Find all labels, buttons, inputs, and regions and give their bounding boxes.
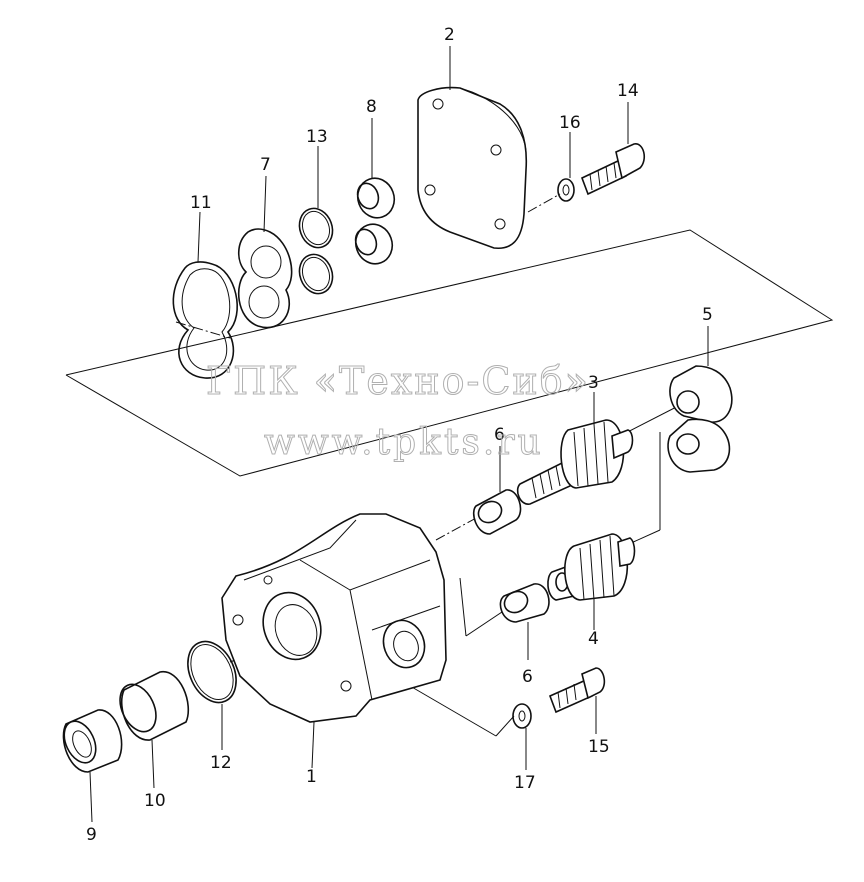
part-3-drive-gear <box>516 419 634 505</box>
watermark: ГПК «Техно-Сиб» www.tpkts.ru <box>206 359 590 464</box>
callout-1: 1 <box>306 767 317 787</box>
callout-2: 2 <box>444 25 455 45</box>
part-16-washer <box>557 178 575 202</box>
part-5-bearing-block <box>667 365 733 473</box>
part-9-bushing <box>62 709 123 773</box>
callout-8: 8 <box>366 97 377 117</box>
part-2-cover <box>417 86 528 249</box>
part-17-washer <box>512 703 532 729</box>
callout-5: 5 <box>702 305 713 325</box>
part-7-plate <box>237 228 293 329</box>
callout-11: 11 <box>190 193 212 213</box>
part-6-bushing-upper <box>472 489 522 535</box>
callout-9: 9 <box>86 825 97 845</box>
watermark-url: www.tpkts.ru <box>264 422 544 463</box>
leader-lines <box>89 46 709 823</box>
callout-12: 12 <box>210 753 232 773</box>
part-6-bushing-lower <box>499 583 550 623</box>
part-11-gasket <box>172 261 238 379</box>
watermark-company: ГПК «Техно-Сиб» <box>206 359 590 403</box>
callout-6-upper: 6 <box>494 425 505 445</box>
part-4-driven-gear <box>547 533 636 601</box>
callout-15: 15 <box>588 737 610 757</box>
callout-4: 4 <box>588 629 599 649</box>
part-12-oring <box>187 640 237 704</box>
callout-16: 16 <box>559 113 581 133</box>
callout-17: 17 <box>514 773 536 793</box>
part-8-seals <box>354 177 396 265</box>
callout-14: 14 <box>617 81 639 101</box>
callout-labels: 2 14 16 8 13 7 11 5 3 6 4 6 1 12 10 9 17… <box>86 25 713 845</box>
callout-13: 13 <box>306 127 328 147</box>
part-14-bolt <box>580 143 646 196</box>
callout-10: 10 <box>144 791 166 811</box>
callout-6-lower: 6 <box>522 667 533 687</box>
part-15-bolt <box>548 667 606 714</box>
callout-3: 3 <box>588 373 599 393</box>
part-1-housing <box>221 513 447 723</box>
part-10-seal <box>119 671 190 741</box>
callout-7: 7 <box>260 155 271 175</box>
part-13-orings <box>298 207 334 295</box>
